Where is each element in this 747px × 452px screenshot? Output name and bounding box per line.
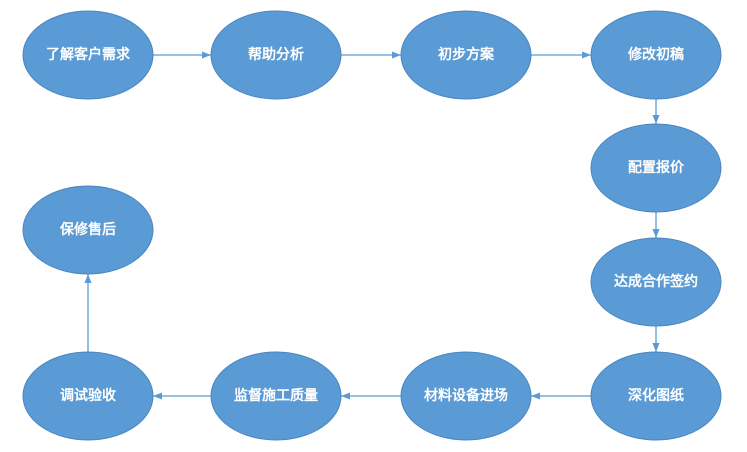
flow-node-shape [400,10,532,100]
flow-node-shape [400,351,532,441]
flow-node: 了解客户需求 [22,10,154,100]
flow-node-shape [210,351,342,441]
flow-node: 监督施工质量 [210,351,342,441]
flow-node: 配置报价 [590,123,722,213]
flow-node-shape [210,10,342,100]
flow-node-label: 监督施工质量 [234,387,318,404]
flow-node: 深化图纸 [590,351,722,441]
flow-node-shape [22,185,154,275]
flow-node: 初步方案 [400,10,532,100]
flow-node-label: 达成合作签约 [614,273,698,290]
flow-node-label: 深化图纸 [628,387,684,404]
flow-node: 达成合作签约 [590,237,722,327]
edges-layer [84,51,660,400]
flow-node-label: 初步方案 [438,46,495,63]
flow-node-shape [590,237,722,327]
flow-node: 材料设备进场 [400,351,532,441]
flow-node-label: 了解客户需求 [46,46,131,63]
flow-node: 保修售后 [22,185,154,275]
flow-node-label: 材料设备进场 [424,387,508,404]
flow-node-label: 保修售后 [59,221,116,238]
flow-node-shape [590,123,722,213]
flow-node-label: 修改初稿 [627,46,684,63]
flow-node-shape [22,10,154,100]
flow-node: 帮助分析 [210,10,342,100]
flow-node-label: 配置报价 [628,159,685,176]
flow-node-shape [590,351,722,441]
flow-node-label: 帮助分析 [248,46,304,63]
flow-node-shape [22,351,154,441]
flow-node: 调试验收 [22,351,154,441]
flow-node-label: 调试验收 [60,387,117,404]
flow-node-shape [590,10,722,100]
flow-node: 修改初稿 [590,10,722,100]
